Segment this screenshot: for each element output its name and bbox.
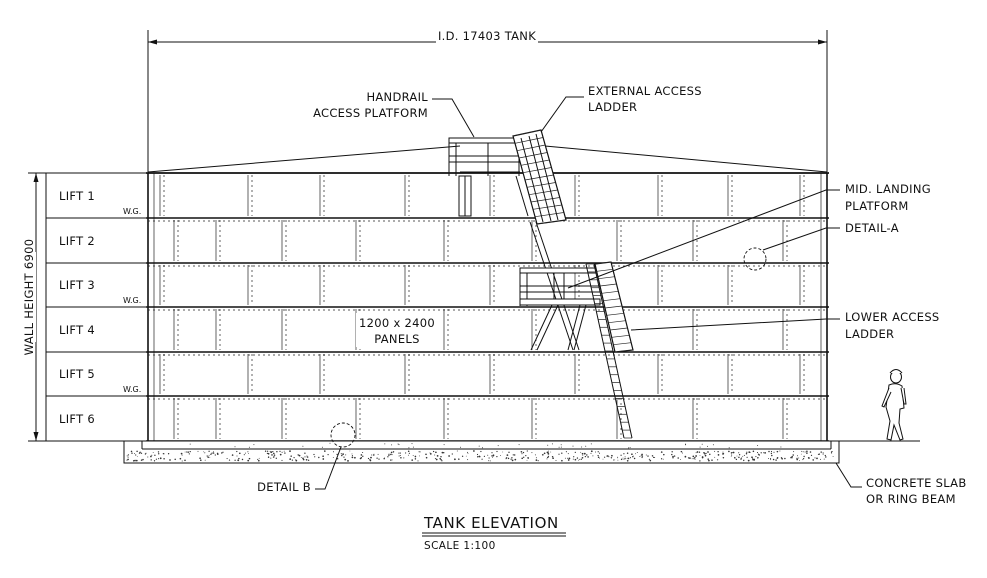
lower-access-ladder — [585, 261, 634, 439]
external-ladder-label-line2: LADDER — [588, 100, 637, 114]
concrete-label-line2: OR RING BEAM — [866, 492, 956, 506]
external-ladder-label-line1: EXTERNAL ACCESS — [588, 84, 702, 98]
concrete-foundation — [123, 440, 920, 464]
drawing-title: TANK ELEVATION — [423, 514, 559, 532]
detail-a-circle — [743, 247, 767, 271]
drawing-scale: SCALE 1:100 — [424, 540, 496, 552]
handrail-label-line1: HANDRAIL — [366, 90, 428, 104]
mid-landing-label-line1: MID. LANDING — [845, 182, 931, 196]
person-scale-figure — [881, 369, 907, 441]
lift-1-label: LIFT 1 — [59, 189, 95, 203]
handrail-access-platform — [448, 137, 522, 217]
detail-a-label: DETAIL-A — [845, 221, 899, 235]
panels-note-line2: PANELS — [374, 332, 419, 346]
tank-diameter-dimension: I.D. 17403 TANK — [147, 29, 828, 172]
detail-b-circle — [330, 422, 356, 448]
tank-wall — [146, 172, 829, 442]
concrete-hatch — [126, 442, 834, 462]
handrail-label-line2: ACCESS PLATFORM — [313, 106, 428, 120]
lift-scale: LIFT 1 LIFT 2 LIFT 3 LIFT 4 LIFT 5 LIFT … — [45, 172, 148, 442]
wg-mark-1: W.G. — [123, 207, 141, 216]
callout-leaders — [315, 96, 862, 490]
tank-diameter-label: I.D. 17403 TANK — [438, 29, 536, 43]
wall-height-label: WALL HEIGHT 6900 — [22, 239, 36, 356]
detail-b-label: DETAIL B — [257, 480, 311, 494]
lift-2-label: LIFT 2 — [59, 234, 95, 248]
concrete-label-line1: CONCRETE SLAB — [866, 476, 967, 490]
mid-landing-label-line2: PLATFORM — [845, 199, 909, 213]
panels-note-line1: 1200 x 2400 — [359, 316, 435, 330]
lift-5-label: LIFT 5 — [59, 367, 95, 381]
wg-mark-3: W.G. — [123, 385, 141, 394]
lift-3-label: LIFT 3 — [59, 278, 95, 292]
lower-ladder-label-line1: LOWER ACCESS — [845, 310, 940, 324]
lift-6-label: LIFT 6 — [59, 412, 95, 426]
lower-ladder-label-line2: LADDER — [845, 327, 894, 341]
mid-landing-platform — [519, 267, 601, 351]
wg-mark-2: W.G. — [123, 296, 141, 305]
lift-4-label: LIFT 4 — [59, 323, 95, 337]
